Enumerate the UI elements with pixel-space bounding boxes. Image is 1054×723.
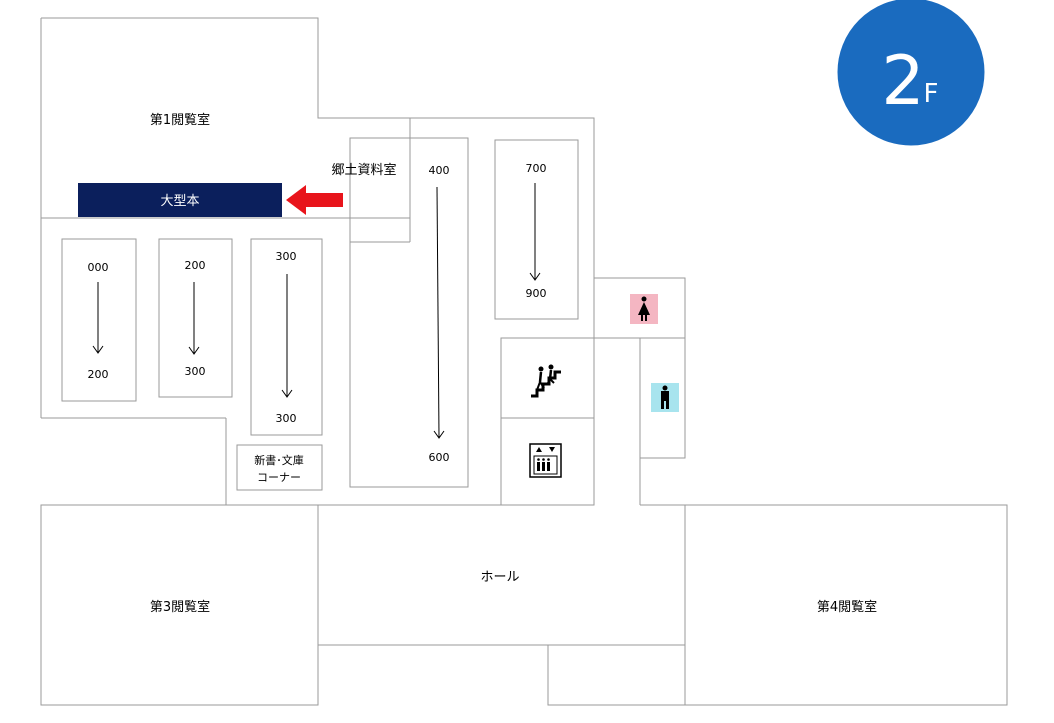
shelf-start-label: 700 [526, 162, 547, 175]
shelf-box-700-900 [494, 139, 579, 320]
large-books-shelf [78, 183, 282, 217]
shelf-box-200-300 [158, 238, 233, 398]
shelf-start-label: 400 [429, 164, 450, 177]
elevator-icon [529, 443, 562, 478]
reading-room-1-outline [41, 17, 595, 338]
large-books-label: 大型本 [160, 194, 199, 209]
reading-room-3-label: 第3閲覧室 [150, 599, 210, 615]
stairs-icon [531, 364, 561, 398]
new-books-corner-label-2: コーナー [257, 471, 301, 484]
hall-label: ホール [480, 570, 519, 585]
shelf-end-label: 300 [185, 365, 206, 378]
floor-number: 2 [881, 42, 924, 121]
shelf-box-300-300 [250, 238, 323, 436]
men-restroom-icon [651, 383, 679, 412]
new-books-corner-label-1: 新書･文庫 [254, 453, 304, 467]
hall-outline [317, 504, 686, 706]
floor-badge [834, 0, 988, 149]
shelf-end-label: 900 [526, 287, 547, 300]
shelf-box-000-200 [61, 238, 137, 402]
reading-room-4-label: 第4閲覧室 [817, 599, 877, 615]
shelf-end-label: 600 [429, 451, 450, 464]
shelf-arrow-400-600 [436, 186, 440, 438]
shelf-start-label: 200 [185, 259, 206, 272]
reading-room-1-label: 第1閲覧室 [150, 112, 210, 128]
floor-suffix: F [924, 79, 939, 109]
large-books-arrow-icon [286, 185, 343, 215]
shelf-end-label: 300 [276, 412, 297, 425]
men-restroom-room [639, 337, 686, 459]
shelf-end-label: 200 [88, 368, 109, 381]
shelf-start-label: 000 [88, 261, 109, 274]
shelf-box-400-600 [349, 137, 469, 488]
local-materials-label: 郷土資料室 [331, 162, 396, 178]
women-restroom-icon [630, 294, 658, 324]
new-books-corner-box [236, 444, 323, 491]
shelf-start-label: 300 [276, 250, 297, 263]
